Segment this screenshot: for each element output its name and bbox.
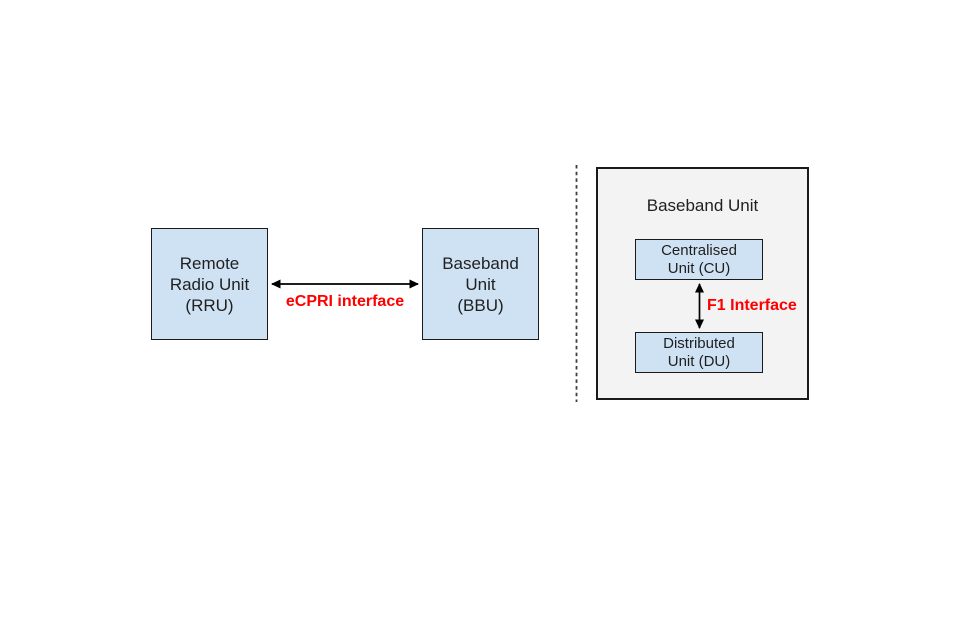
- ecpri-interface-label: eCPRI interface: [285, 293, 405, 310]
- cu-box: Centralised Unit (CU): [635, 239, 763, 280]
- rru-label-line: (RRU): [185, 295, 234, 315]
- du-label-line: Distributed: [663, 334, 735, 352]
- rru-box: Remote Radio Unit (RRU): [151, 228, 268, 340]
- baseband-unit-title: Baseband Unit: [646, 196, 759, 215]
- bbu-box: Baseband Unit (BBU): [422, 228, 539, 340]
- du-label-line: Unit (DU): [667, 352, 731, 370]
- du-box: Distributed Unit (DU): [635, 332, 763, 373]
- bbu-label-line: Baseband: [442, 253, 519, 273]
- f1-interface-label: F1 Interface: [707, 297, 797, 314]
- cu-label-line: Unit (CU): [667, 259, 731, 277]
- rru-label-line: Remote: [179, 253, 240, 273]
- bbu-label-line: (BBU): [457, 295, 504, 315]
- bbu-label-line: Unit: [465, 274, 496, 294]
- rru-label-line: Radio Unit: [169, 274, 250, 294]
- cu-label-line: Centralised: [661, 241, 737, 259]
